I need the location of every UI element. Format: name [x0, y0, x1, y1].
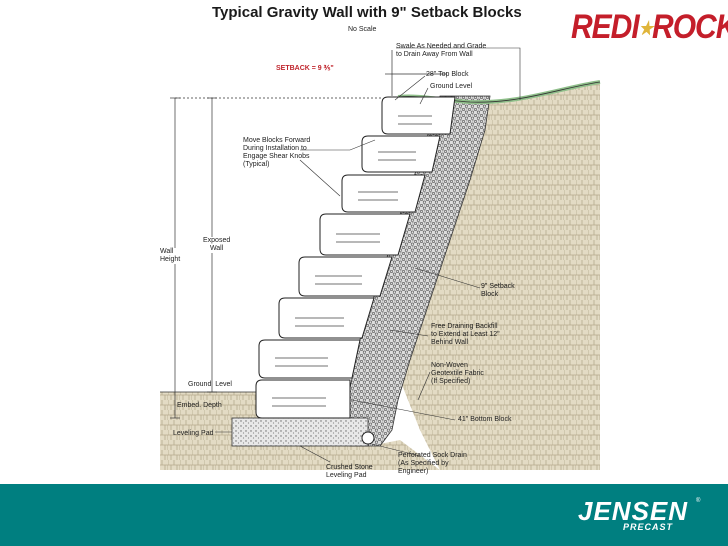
footer-bar: JENSEN PRECAST ® — [0, 484, 728, 546]
block-top — [381, 96, 456, 135]
label-ground-level-top: Ground Level — [430, 83, 473, 90]
label-swale: Swale As Needed and Grade to Drain Away … — [396, 43, 487, 58]
label-sock-drain: Perforated Sock Drain (As Specified by E… — [398, 452, 467, 475]
registered-mark: ® — [696, 498, 701, 504]
no-scale-note: No Scale — [348, 26, 377, 33]
label-move-blocks: Move Blocks Forward During Installation … — [243, 137, 311, 168]
star-icon: ★ — [638, 19, 653, 40]
jensen-logo: JENSEN — [578, 496, 689, 526]
label-bottom-block: 41" Bottom Block — [458, 416, 512, 423]
label-wall-height: Wall Height — [160, 248, 181, 264]
blocks — [255, 96, 456, 419]
retained-soil — [400, 82, 600, 470]
redi-rock-logo: REDI★ROCK — [571, 8, 728, 46]
diagram-title: Typical Gravity Wall with 9" Setback Blo… — [212, 4, 522, 21]
label-geotextile: Non-Woven Geotextile Fabric (If Specifie… — [431, 362, 484, 385]
front-soil — [160, 392, 262, 445]
label-embed-depth: Embed. Depth — [177, 402, 222, 409]
setback-label: SETBACK = 9 ⅗" — [276, 65, 334, 72]
label-setback-block: 9" Setback Block — [481, 283, 515, 298]
label-exposed-wall: Exposed Wall — [203, 237, 231, 253]
block-4 — [319, 213, 411, 256]
base-soil — [160, 420, 440, 470]
block-slots — [272, 115, 432, 407]
wall-section-diagram — [160, 47, 601, 470]
label-top-block: 28" Top Block — [426, 71, 469, 78]
block-7 — [258, 339, 361, 379]
leveling-pad-stone — [231, 417, 369, 447]
jensen-logo-sub: PRECAST — [623, 522, 674, 532]
block-3 — [341, 174, 426, 213]
block-5 — [298, 256, 393, 297]
label-leveling-pad: Leveling Pad — [173, 430, 214, 437]
block-2 — [361, 135, 441, 173]
sock-drain-pipe — [361, 431, 375, 445]
label-ground-level-bottom: Ground Level — [188, 381, 232, 388]
label-crushed-stone: Crushed Stone Leveling Pad — [326, 464, 373, 479]
label-backfill: Free Draining Backfill to Extend at Leas… — [431, 323, 500, 346]
block-bottom — [255, 379, 351, 419]
